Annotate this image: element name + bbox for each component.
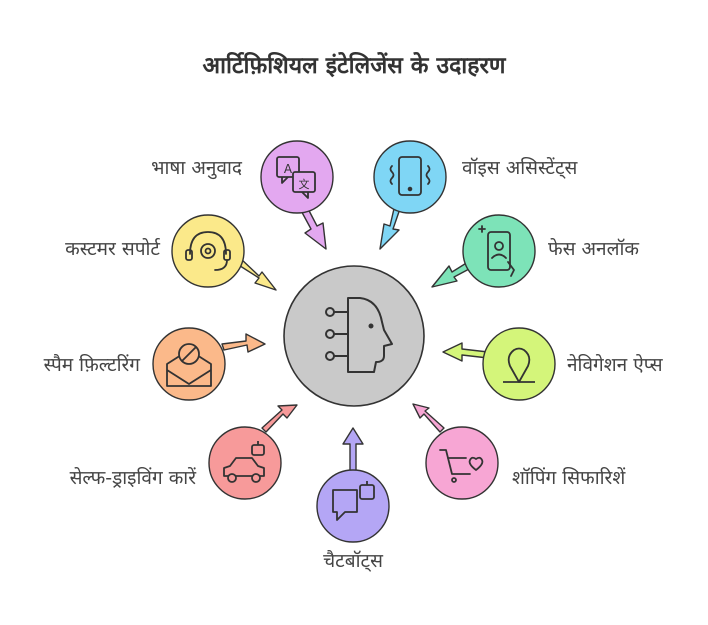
svg-text:A: A [284,162,293,176]
label-navigation: नेविगेशन ऐप्स [567,354,663,376]
arrow-navigation [442,342,489,362]
spam-mail-icon [166,343,212,387]
label-spam-filtering: स्पैम फ़िल्टरिंग [43,354,140,376]
ai-head-icon [325,297,393,373]
label-voice-assistant: वॉइस असिस्टेंट्स [462,157,578,179]
label-face-unlock: फेस अनलॉक [548,238,639,260]
arrow-customer-support [236,257,277,291]
label-self-driving: सेल्फ-ड्राइविंग कारें [69,467,196,489]
center-ai-node [283,265,425,407]
headset-icon [185,231,231,271]
label-customer-support: कस्टमर सपोर्ट [65,238,160,260]
face-unlock-icon [478,225,515,277]
node-chatbots [316,469,390,543]
node-shopping [425,426,499,500]
label-shopping: शॉपिंग सिफारिशें [512,467,626,489]
label-translate: भाषा अनुवाद [151,157,242,179]
arrow-shopping [412,403,445,433]
node-customer-support [171,214,245,288]
svg-text:文: 文 [299,177,310,191]
arrow-face-unlock [431,261,472,288]
phone-icon [389,156,431,196]
node-self-driving [208,426,282,500]
car-icon [223,441,265,483]
page-title: आर्टिफ़िशियल इंटेलिजेंस के उदाहरण [202,53,506,79]
arrow-spam [221,333,266,353]
arrow-self-driving [261,404,298,433]
node-navigation [482,327,556,401]
translate-icon: A 文 [276,156,316,199]
chat-bot-icon [332,481,375,521]
location-pin-icon [503,347,535,383]
node-spam-filtering [152,327,226,401]
node-voice-assistant [373,140,447,214]
node-translate: A 文 [260,140,334,214]
label-chatbots: चैटबॉट्स [323,550,383,572]
node-face-unlock [462,214,536,288]
cart-heart-icon [439,449,484,483]
